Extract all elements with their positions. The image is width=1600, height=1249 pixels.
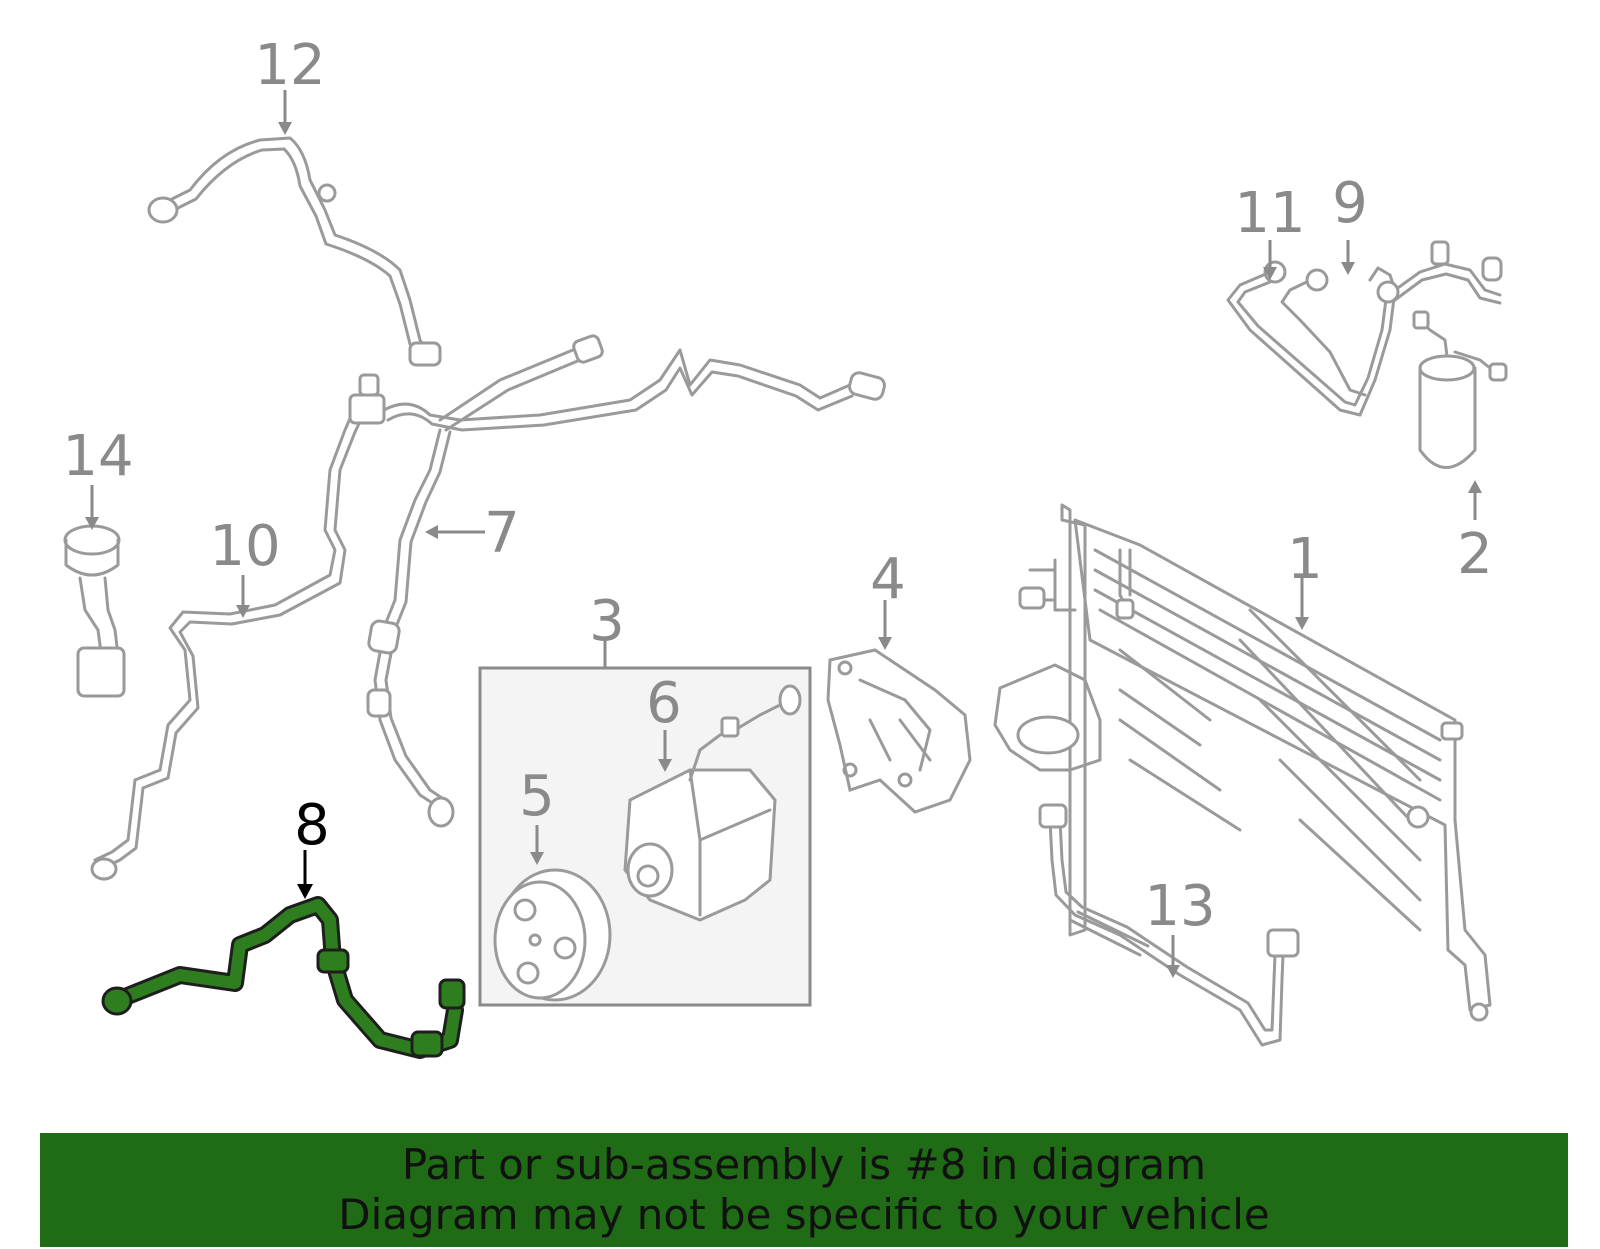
callout-8: 8	[294, 793, 330, 858]
banner-line-2: Diagram may not be specific to your vehi…	[338, 1190, 1270, 1239]
callout-arrows	[85, 90, 1482, 978]
part-4-bracket	[826, 648, 972, 814]
part-3-compressor-assembly	[478, 666, 812, 1007]
callout-3: 3	[589, 589, 625, 654]
callout-13: 13	[1144, 874, 1215, 939]
part-8-hose-highlighted	[101, 896, 466, 1059]
callout-7: 7	[484, 501, 520, 566]
banner-line-1: Part or sub-assembly is #8 in diagram	[401, 1140, 1207, 1189]
callout-11: 11	[1234, 181, 1305, 246]
part-10-hose	[90, 373, 386, 881]
part-9-11-lines	[1226, 240, 1503, 417]
callout-2: 2	[1457, 522, 1493, 587]
callout-9: 9	[1332, 171, 1368, 236]
callout-12: 12	[254, 33, 325, 98]
callout-6: 6	[646, 671, 682, 736]
part-6-compressor	[623, 684, 802, 922]
callout-14: 14	[62, 424, 133, 489]
callout-5: 5	[519, 764, 555, 829]
callout-4: 4	[870, 547, 906, 612]
part-5-clutch-pulley	[493, 868, 612, 1002]
callout-1: 1	[1287, 527, 1323, 592]
part-1-condenser	[993, 503, 1492, 1022]
part-13-line	[1038, 803, 1300, 1047]
part-2-receiver-drier	[1412, 310, 1508, 469]
part-12-hose	[147, 136, 442, 367]
info-banner: Part or sub-assembly is #8 in diagram Di…	[40, 1133, 1568, 1247]
part-14-pressure-switch	[63, 524, 126, 698]
part-7-hose	[366, 334, 886, 828]
callout-10: 10	[209, 514, 280, 579]
